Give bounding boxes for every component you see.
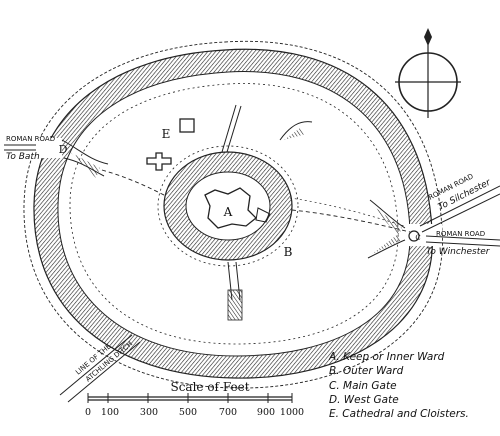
legend-item: B. Outer Ward bbox=[329, 365, 404, 378]
roman-roads bbox=[4, 144, 500, 403]
road-label-west-top: ROMAN ROAD bbox=[6, 135, 55, 143]
inner-tracks bbox=[101, 104, 411, 321]
scale-tick-label: 700 bbox=[219, 407, 237, 418]
keep-mound bbox=[157, 145, 299, 267]
road-label-east-bottom: To Winchester bbox=[426, 247, 491, 257]
road-label-east-top: ROMAN ROAD bbox=[436, 230, 485, 238]
main-gate-gap bbox=[367, 199, 442, 259]
compass bbox=[395, 28, 461, 118]
scale-bar: 0 100 300 500 700 900 1000 bbox=[85, 393, 304, 418]
scale-tick-label: 0 bbox=[85, 407, 91, 418]
legend-item: E. Cathedral and Cloisters. bbox=[329, 408, 469, 421]
scale-tick-label: 500 bbox=[179, 407, 197, 418]
scale-title: Scale of Feet bbox=[170, 380, 250, 394]
label-outer-ward: B bbox=[284, 245, 293, 259]
cathedral-site bbox=[146, 118, 195, 171]
label-west-gate: D bbox=[59, 143, 68, 156]
label-keep: A bbox=[223, 205, 233, 219]
label-main-gate: C bbox=[415, 234, 420, 242]
scale-tick-label: 100 bbox=[101, 407, 119, 418]
road-label-west-bottom: To Bath bbox=[6, 152, 40, 162]
scale-tick-label: 1000 bbox=[280, 407, 304, 418]
outer-rampart bbox=[23, 40, 443, 389]
legend: A. Keep or Inner Ward B. Outer Ward C. M… bbox=[329, 350, 469, 421]
scale-tick-label: 300 bbox=[140, 407, 158, 418]
legend-item: D. West Gate bbox=[329, 393, 399, 406]
label-cathedral: E bbox=[162, 127, 171, 141]
legend-item: A. Keep or Inner Ward bbox=[329, 351, 445, 363]
west-gate-gap bbox=[28, 138, 109, 178]
scale-tick-label: 900 bbox=[257, 407, 275, 418]
legend-item: C. Main Gate bbox=[329, 379, 397, 392]
